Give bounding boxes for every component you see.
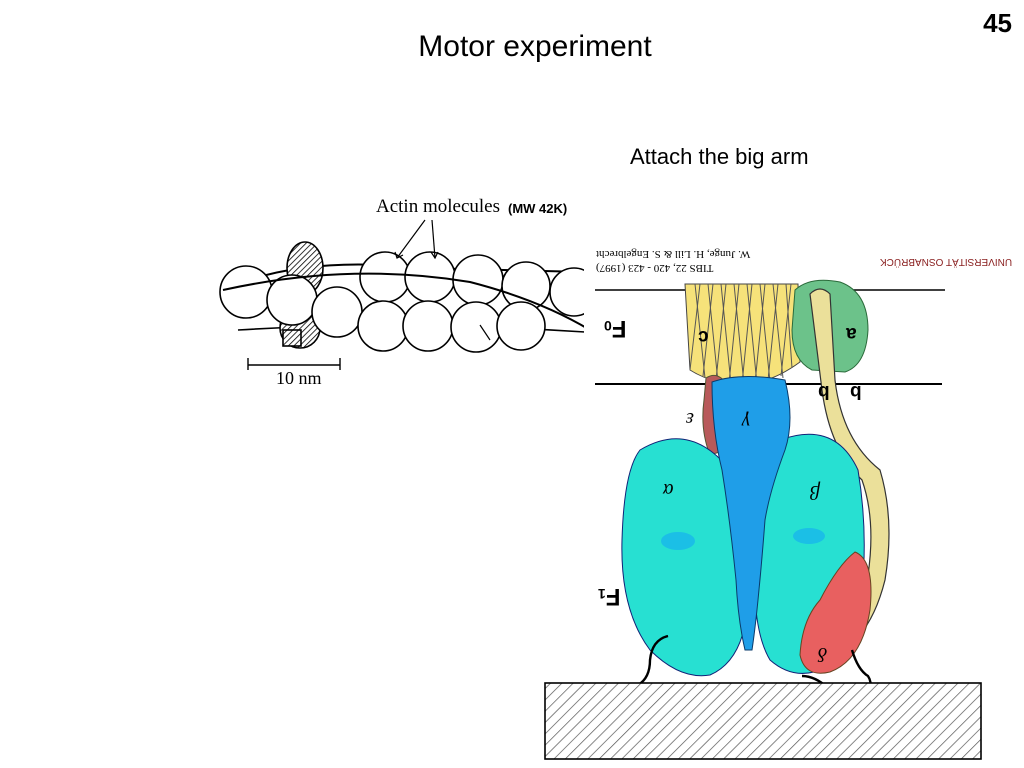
delta-label: δ [818, 643, 828, 665]
scale-bar-label: 10 nm [276, 368, 322, 388]
beta-binding-site [793, 528, 825, 544]
diagram-caption: Attach the big arm [630, 144, 809, 169]
alpha-binding-site [661, 532, 695, 550]
actin-monomer [311, 286, 363, 338]
university-logo: UNIVERSITÄT OSNABRÜCK [880, 256, 1013, 267]
actin-monomer [359, 251, 411, 303]
f1-label: F1 [598, 583, 621, 610]
actin-monomer [450, 301, 502, 353]
actin-monomer [266, 274, 318, 326]
a-subunit-label: a [846, 323, 857, 344]
alpha-label: α [663, 479, 674, 501]
reference-line-2: TIBS 22, 420 - 423 (1997) [596, 262, 714, 274]
atp-synthase-diagram [544, 243, 982, 760]
actin-monomer [402, 300, 454, 352]
epsilon-label: ε [686, 408, 694, 430]
beta-label: β [810, 481, 820, 503]
f0-label: F0 [604, 315, 627, 342]
actin-molecules-label: Actin molecules [376, 196, 500, 217]
reference-line-1: W. Junge, H. Lill & S. Engelbrecht [596, 248, 751, 260]
gamma-label: γ [742, 411, 750, 433]
c-ring-label: c [698, 326, 709, 347]
gamma-subunit [711, 375, 791, 651]
delta-subunit [799, 551, 872, 674]
b-subunit-label-left: b [818, 381, 830, 402]
actin-filament [219, 219, 599, 370]
actin-monomer [496, 301, 546, 351]
actin-monomer [357, 300, 409, 352]
tether-left [637, 634, 669, 687]
molecular-weight-label: (MW 42K) [508, 201, 568, 216]
b-subunit-label-right: b [850, 381, 862, 402]
actin-monomer [219, 265, 273, 319]
slide-title: Motor experiment [418, 30, 652, 63]
attachment-surface [544, 682, 982, 760]
slide-number: 45 [983, 8, 1012, 38]
